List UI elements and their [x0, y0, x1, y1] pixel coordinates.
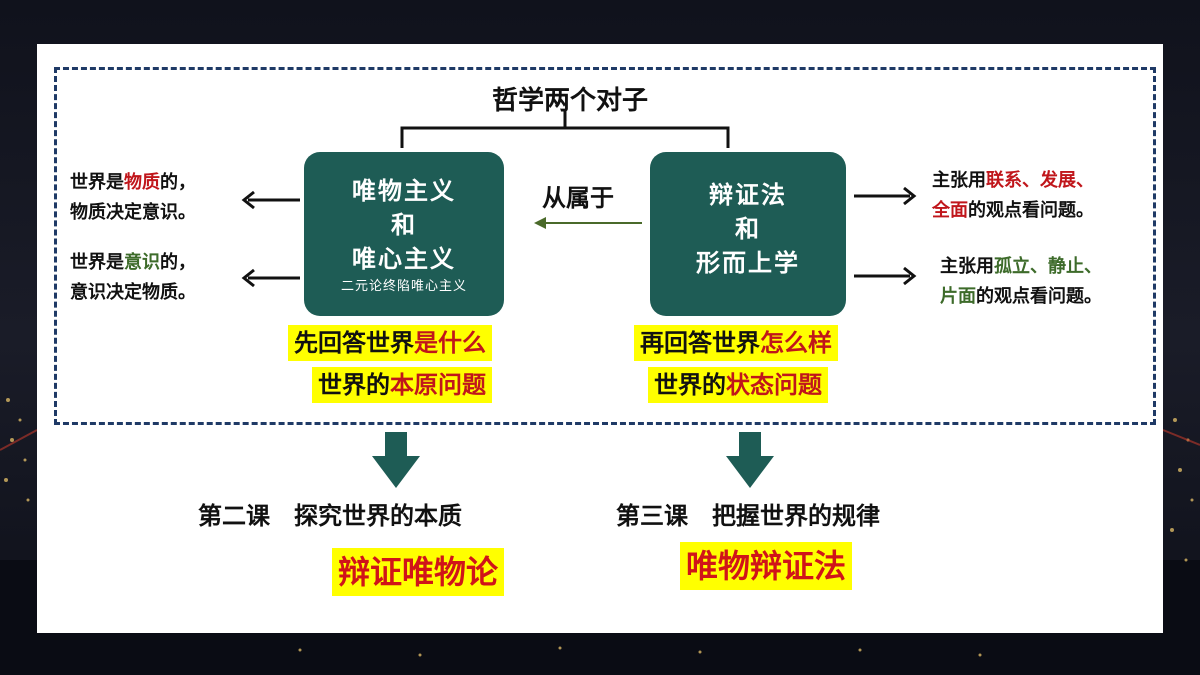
slide-panel	[37, 44, 1163, 633]
left-highlight-2-b: 本原问题	[390, 370, 486, 399]
box-right-line3: 形而上学	[696, 248, 800, 277]
dashed-frame	[54, 67, 1156, 425]
left-note-2-line2: 意识决定物质。	[70, 282, 196, 303]
right-note-2-c: 片面	[940, 286, 976, 307]
right-note-2-b: 孤立、静止、	[994, 256, 1102, 277]
right-note-2-a: 主张用	[940, 256, 994, 277]
right-note-1: 主张用联系、发展、 全面的观点看问题。	[932, 166, 1156, 226]
right-highlight-1-a: 再回答世界	[640, 328, 760, 357]
right-highlight-1: 再回答世界怎么样	[634, 325, 838, 361]
arrow-right-icon	[854, 266, 917, 286]
arrow-right-icon	[854, 186, 917, 206]
left-note-1-c: 的，	[160, 172, 196, 193]
down-arrow-icon	[372, 432, 420, 488]
left-note-1-a: 世界是	[70, 172, 124, 193]
left-highlight-1-a: 先回答世界	[294, 328, 414, 357]
left-note-2: 世界是意识的， 意识决定物质。	[70, 248, 196, 308]
left-note-1: 世界是物质的， 物质决定意识。	[70, 168, 196, 228]
left-highlight-1: 先回答世界是什么	[288, 325, 492, 361]
left-note-1-line2: 物质决定意识。	[70, 202, 196, 223]
left-note-2-a: 世界是	[70, 252, 124, 273]
right-highlight-2-b: 状态问题	[726, 370, 822, 399]
left-note-2-b: 意识	[124, 252, 160, 273]
right-note-1-c: 全面	[932, 200, 968, 221]
left-highlight-1-b: 是什么	[414, 328, 486, 357]
bracket-connector	[400, 110, 730, 148]
down-arrow-icon	[726, 432, 774, 488]
box-right-line2: 和	[735, 214, 761, 243]
left-highlight-2-a: 世界的	[318, 370, 390, 399]
page-title: 哲学两个对子	[491, 86, 648, 116]
left-highlight-2: 世界的本原问题	[312, 367, 492, 403]
right-highlight-1-b: 怎么样	[760, 328, 832, 357]
right-note-1-d: 的观点看问题。	[968, 200, 1094, 221]
left-note-1-b: 物质	[124, 172, 160, 193]
left-note-2-c: 的，	[160, 252, 196, 273]
subordinate-arrow-icon	[534, 217, 642, 229]
box-left-line2: 和	[391, 210, 417, 239]
conclusion-dialectical-materialism: 辩证唯物论	[332, 548, 505, 596]
right-note-1-a: 主张用	[932, 170, 986, 191]
arrow-left-icon	[241, 190, 300, 210]
lesson-3-title: 第三课 把握世界的规律	[616, 501, 880, 530]
dialectics-metaphysics-box: 辩证法 和 形而上学	[650, 152, 846, 316]
right-note-2: 主张用孤立、静止、 片面的观点看问题。	[940, 252, 1158, 312]
right-note-1-b: 联系、发展、	[986, 170, 1094, 191]
relation-label: 从属于	[542, 183, 614, 212]
conclusion-materialist-dialectics: 唯物辩证法	[680, 542, 853, 590]
box-right-line1: 辩证法	[709, 180, 787, 209]
right-note-2-d: 的观点看问题。	[976, 286, 1102, 307]
right-highlight-2: 世界的状态问题	[648, 367, 828, 403]
right-highlight-2-a: 世界的	[654, 370, 726, 399]
box-left-line1: 唯物主义	[352, 176, 456, 205]
box-left-line3: 唯心主义	[352, 244, 456, 273]
lesson-2-title: 第二课 探究世界的本质	[198, 501, 462, 530]
materialism-idealism-box: 唯物主义 和 唯心主义 二元论终陷唯心主义	[304, 152, 504, 316]
arrow-left-icon	[241, 268, 300, 288]
box-left-subtitle: 二元论终陷唯心主义	[340, 279, 467, 294]
